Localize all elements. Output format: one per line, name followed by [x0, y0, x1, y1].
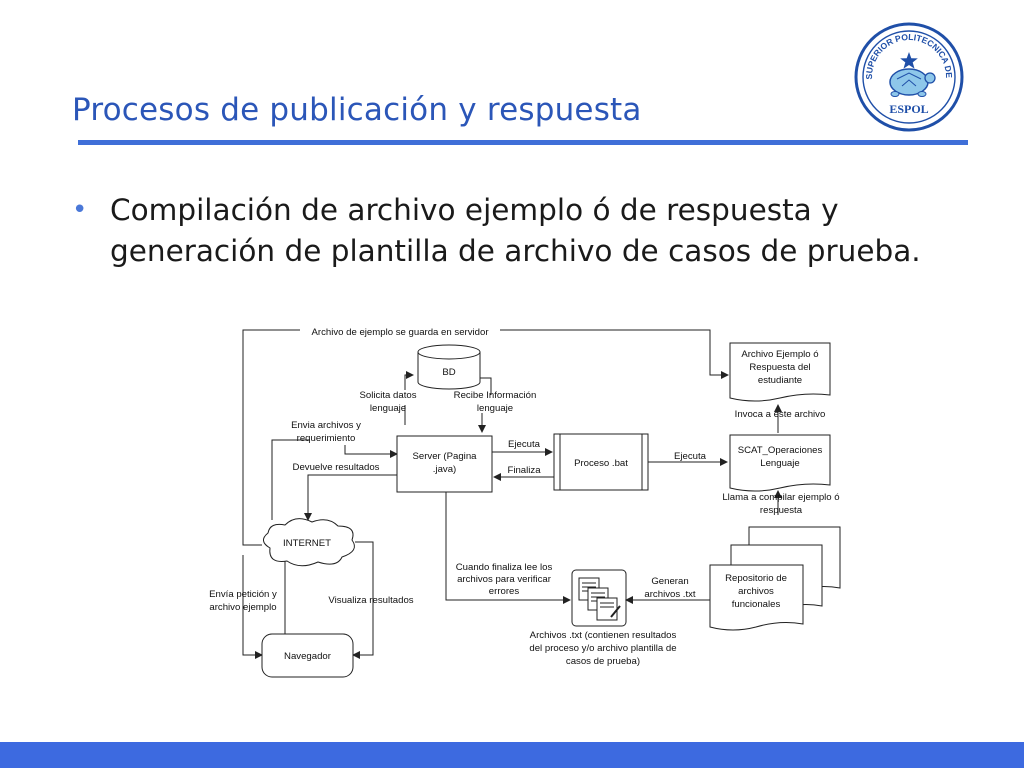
title-underline	[78, 140, 968, 145]
navegador-label: Navegador	[284, 651, 332, 662]
navegador-box: Navegador	[261, 633, 354, 678]
archivos-txt-label-2: del proceso y/o archivo plantilla de	[529, 643, 676, 654]
turtle-icon	[889, 68, 936, 97]
scat-label-2: Lenguaje	[760, 458, 799, 469]
footer-bar	[0, 742, 1024, 768]
repositorio-label-1: Repositorio de	[725, 573, 787, 584]
bullet-text: Compilación de archivo ejemplo ó de resp…	[110, 193, 921, 268]
archivos-txt-label-3: casos de prueba)	[566, 656, 640, 667]
repositorio-label-3: funcionales	[732, 599, 781, 610]
invoca-label: Invoca a este archivo	[735, 409, 826, 420]
llama-label-1: Llama a compilar ejemplo ó	[722, 492, 839, 503]
server-label-2: .java)	[433, 464, 456, 475]
arrow-recibe	[480, 377, 492, 432]
scat-doc: SCAT_Operaciones Lenguaje	[729, 434, 831, 492]
proceso-bat-box: Proceso .bat	[553, 433, 649, 491]
internet-cloud: INTERNET	[263, 518, 355, 567]
server-box	[396, 435, 493, 493]
llama-label-2: respuesta	[760, 505, 803, 516]
arrow-envia	[344, 445, 398, 458]
finaliza-label: Finaliza	[507, 465, 541, 476]
espol-logo: ESCUELA SUPERIOR POLITECNICA DEL LITORAL…	[854, 22, 964, 132]
arrow-navegador-internet	[242, 555, 263, 659]
arrow-top-to-archivo	[500, 329, 729, 379]
arrow-devuelve	[304, 474, 397, 521]
slide-title: Procesos de publicación y respuesta	[72, 92, 642, 128]
envia-label-2: requerimiento	[297, 433, 356, 444]
ejecuta-1-label: Ejecuta	[508, 439, 541, 450]
bd-database: BD	[417, 344, 481, 390]
internet-label: INTERNET	[283, 538, 331, 549]
arrow-cuando-finaliza	[445, 492, 571, 604]
repositorio-label-2: archivos	[738, 586, 774, 597]
bullet-list: • Compilación de archivo ejemplo ó de re…	[72, 190, 952, 272]
logo-espol-text: ESPOL	[889, 102, 928, 116]
cuando-finaliza-label-3: errores	[489, 586, 520, 597]
archivo-ejemplo-label-3: estudiante	[758, 375, 802, 386]
visualiza-label: Visualiza resultados	[328, 595, 413, 606]
bd-label: BD	[442, 367, 455, 378]
arrow-solicita	[404, 375, 413, 425]
arrow-server-to-archivo	[242, 329, 300, 546]
bullet-item: • Compilación de archivo ejemplo ó de re…	[72, 190, 952, 272]
archivo-ejemplo-label-2: Respuesta del	[749, 362, 810, 373]
envia-label-1: Envia archivos y	[291, 420, 361, 431]
recibe-label-2: lenguaje	[477, 403, 513, 414]
cuando-finaliza-label-2: archivos para verificar	[457, 574, 552, 585]
star-icon	[900, 52, 918, 69]
ejecuta-2-label: Ejecuta	[674, 451, 707, 462]
envia-peticion-label-1: Envía petición y	[209, 589, 277, 600]
archivo-ejemplo-doc: Archivo Ejemplo ó Respuesta del estudian…	[729, 342, 831, 402]
arrow-visualiza	[352, 541, 374, 659]
solicita-label-1: Solicita datos	[359, 390, 416, 401]
generan-label-2: archivos .txt	[644, 589, 696, 600]
proceso-bat-label: Proceso .bat	[574, 458, 628, 469]
server-label-1: Server (Pagina	[413, 451, 478, 462]
bullet-dot-icon: •	[72, 195, 88, 225]
txt-files-icon	[571, 569, 627, 627]
top-arrow-label: Archivo de ejemplo se guarda en servidor	[311, 327, 489, 338]
solicita-label-2: lenguaje	[370, 403, 406, 414]
archivo-ejemplo-label-1: Archivo Ejemplo ó	[741, 349, 818, 360]
recibe-label-1: Recibe Información	[454, 390, 537, 401]
devuelve-label: Devuelve resultados	[293, 462, 380, 473]
cuando-finaliza-label-1: Cuando finaliza lee los	[456, 562, 553, 573]
archivos-txt-label-1: Archivos .txt (contienen resultados	[530, 630, 677, 641]
repositorio-docs	[709, 526, 841, 631]
scat-label-1: SCAT_Operaciones	[738, 445, 823, 456]
generan-label-1: Generan	[651, 576, 688, 587]
envia-peticion-label-2: archivo ejemplo	[209, 602, 276, 613]
